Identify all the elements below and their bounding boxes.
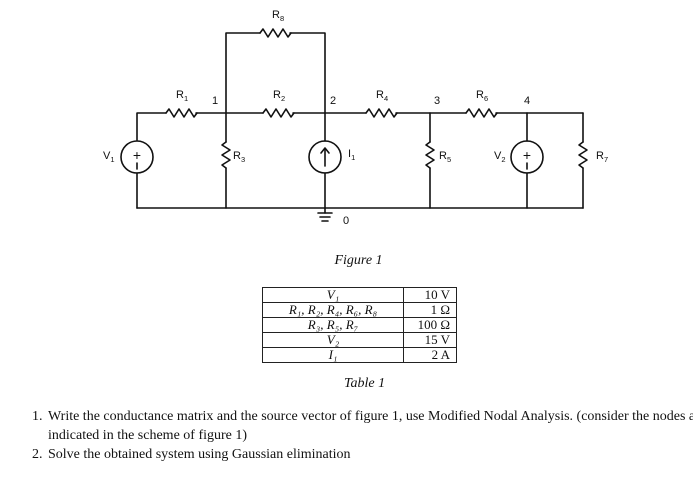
label-r7: R7	[596, 150, 608, 164]
parameter-symbol: R₃, R₅, R₇	[262, 317, 404, 333]
parameter-symbol: V₂	[262, 332, 404, 348]
label-r4: R4	[376, 89, 388, 103]
label-r1: R1	[176, 89, 188, 103]
plus-sign: +	[523, 147, 531, 163]
label-r5: R5	[439, 150, 451, 164]
parameter-value: 1 Ω	[403, 302, 457, 318]
resistor-r3	[221, 141, 231, 169]
resistor-r4	[365, 108, 398, 118]
task-item: Solve the obtained system using Gaussian…	[46, 445, 693, 464]
circuit-schematic: + + R8 R1 R2 R4 R6 R3 R5 R7 V1 V2 I1 1 2…	[103, 9, 608, 227]
parameter-symbol: I₁	[262, 347, 404, 363]
wire-r8-loop-left	[225, 32, 261, 114]
resistor-r6	[465, 108, 498, 118]
parameter-value: 2 A	[403, 347, 457, 363]
parameter-symbol: V₁	[262, 287, 404, 303]
label-r6: R6	[476, 89, 488, 103]
node-label-1: 1	[212, 95, 218, 107]
node-label-0: 0	[343, 215, 349, 227]
figure-caption: Figure 1	[334, 253, 383, 268]
label-r3: R3	[233, 150, 245, 164]
table-caption: Table 1	[344, 376, 386, 391]
wire-v1-to-r1	[136, 112, 167, 141]
node-label-3: 3	[434, 95, 440, 107]
node-label-4: 4	[524, 95, 530, 107]
node-label-2: 2	[330, 95, 336, 107]
wire-r8-loop-right	[289, 32, 326, 114]
resistor-r7	[578, 141, 588, 169]
resistor-r1	[165, 108, 198, 118]
label-i1: I1	[348, 148, 355, 162]
parameter-value: 15 V	[403, 332, 457, 348]
label-v2: V2	[494, 150, 506, 164]
resistor-r5	[425, 141, 435, 169]
task-item: Write the conductance matrix and the sou…	[46, 407, 693, 445]
resistor-r8	[259, 28, 292, 38]
parameter-value: 100 Ω	[403, 317, 457, 333]
parameter-symbol: R₁, R₂, R₄, R₆, R₈	[262, 302, 404, 318]
resistor-r2	[262, 108, 295, 118]
label-v1: V1	[103, 150, 115, 164]
label-r8: R8	[272, 9, 284, 23]
parameter-value: 10 V	[403, 287, 457, 303]
plus-sign: +	[133, 147, 141, 163]
label-r2: R2	[273, 89, 285, 103]
task-list: Write the conductance matrix and the sou…	[18, 407, 693, 464]
